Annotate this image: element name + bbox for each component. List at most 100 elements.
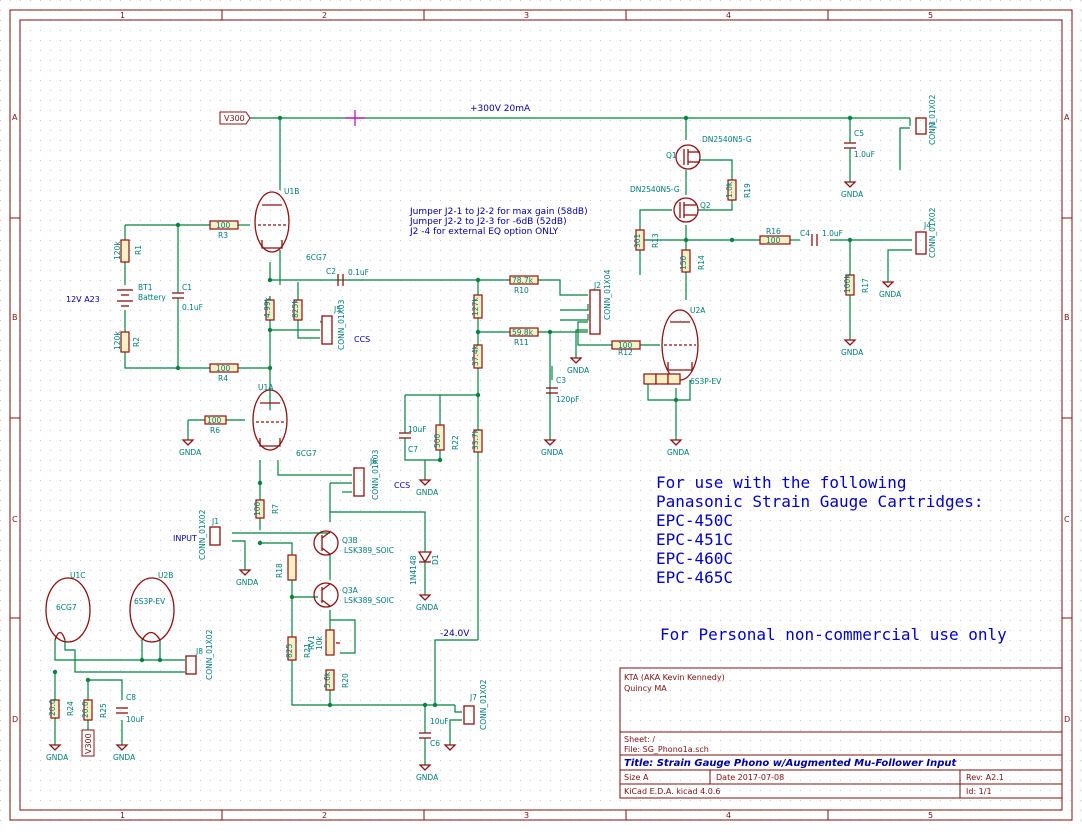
svg-text:R18: R18 [275,563,284,578]
svg-text:GNDA: GNDA [841,348,864,357]
v300-label-top: V300 [219,111,251,125]
col-label: 4 [726,811,731,820]
col-label: 3 [524,11,529,20]
potentiometer-RV1: 10k RV1 [307,629,340,656]
svg-text:120k: 120k [113,241,122,260]
svg-text:V300: V300 [84,733,93,754]
svg-text:6CG7: 6CG7 [56,603,77,612]
svg-text:Battery: Battery [138,293,166,302]
svg-text:R17: R17 [861,278,870,293]
tube-U2A: U2A 6S3P-EV [643,306,722,386]
svg-text:1N4148: 1N4148 [409,555,418,585]
svg-text:CONN_01X04: CONN_01X04 [603,269,612,320]
rail-flag [345,110,365,126]
svg-text:5.6k: 5.6k [323,671,332,688]
svg-text:59.8k: 59.8k [512,328,534,337]
cartridge-note-title-2: Panasonic Strain Gauge Cartridges: [656,492,984,511]
svg-text:10k: 10k [315,635,324,650]
tb-file: File: SG_Phono1a.sch [624,745,709,754]
svg-text:Q3A: Q3A [342,586,359,595]
svg-text:J5: J5 [333,305,341,314]
svg-text:RV1: RV1 [307,635,316,650]
svg-text:J2: J2 [593,281,601,290]
svg-text:301: 301 [633,233,642,248]
svg-text:GNDA: GNDA [667,448,690,457]
svg-text:GNDA: GNDA [236,578,259,587]
svg-text:GNDA: GNDA [416,488,439,497]
battery-BT1: BT1 Battery 12V A23 [66,283,166,307]
svg-text:R2: R2 [132,337,141,347]
svg-text:825: 825 [285,643,294,658]
connector-J5: J5 CONN_01X03 [321,299,346,350]
svg-text:C1: C1 [182,283,192,292]
svg-text:J6: J6 [369,457,377,466]
svg-text:R3: R3 [218,231,228,240]
svg-text:120pF: 120pF [556,395,579,404]
svg-text:R16: R16 [766,227,781,236]
svg-text:CONN_01X02: CONN_01X02 [198,509,207,560]
tb-tool: KiCad E.D.A. kicad 4.0.6 [624,787,720,796]
svg-text:6CG7: 6CG7 [306,253,327,262]
svg-text:100: 100 [216,364,231,373]
row-label: B [12,313,18,322]
svg-text:12V A23: 12V A23 [66,295,100,304]
note-jumper-2: Jumper J2-2 to J2-3 for -6dB (52dB) [409,217,567,227]
personal-use-note: For Personal non-commercial use only [660,625,1007,644]
svg-text:C5: C5 [854,129,864,138]
diode-D1: D1 1N4148 [409,545,440,585]
svg-text:R19: R19 [743,183,752,198]
svg-text:U2A: U2A [690,306,706,315]
svg-text:Q3B: Q3B [342,536,358,545]
svg-text:Q2: Q2 [700,201,711,210]
ccs-label-1: CCS [354,335,370,344]
tube-U2B: U2B 6S3P-EV [129,571,175,643]
svg-text:C8: C8 [126,693,136,702]
svg-text:1.0k: 1.0k [725,181,734,198]
connector-J4: CONN_01X02 J4 [915,207,937,258]
resistor-R18b: R18 [275,554,297,581]
svg-text:C4: C4 [800,229,810,238]
svg-text:100: 100 [766,236,781,245]
svg-text:1.0uF: 1.0uF [854,150,875,159]
svg-text:R24: R24 [66,701,75,716]
svg-text:GNDA: GNDA [416,603,439,612]
resistor-R5: 825k [291,299,303,321]
svg-text:J8: J8 [195,647,203,656]
svg-text:127k: 127k [471,297,480,316]
col-label: 4 [726,11,731,20]
tube-U1B: U1B 6CG7 [254,187,327,262]
svg-text:Q1: Q1 [666,151,677,160]
svg-text:J3: J3 [928,121,937,129]
svg-text:GNDA: GNDA [567,366,590,375]
cartridge-item: EPC-460C [656,549,733,568]
col-label: 5 [928,11,933,20]
svg-text:6S3P-EV: 6S3P-EV [134,597,166,606]
svg-text:6CG7: 6CG7 [296,449,317,458]
svg-text:0.1uF: 0.1uF [182,303,203,312]
mosfet-Q2: Q2 DN2540N5-G [630,185,711,223]
cartridge-note-title-1: For use with the following [656,473,906,492]
row-label: C [12,515,18,524]
cartridge-item: EPC-450C [656,511,733,530]
svg-text:U1A: U1A [258,383,274,392]
svg-text:CONN_01X02: CONN_01X02 [205,629,214,680]
svg-text:BT1: BT1 [138,283,153,292]
tb-author: KTA (AKA Kevin Kennedy) [624,673,725,682]
svg-text:CONN_01X03: CONN_01X03 [337,299,346,350]
connector-J7: J7 CONN_01X02 [463,679,488,730]
col-label: 2 [322,811,327,820]
col-label: 1 [120,11,125,20]
tb-date: Date 2017-07-08 [716,773,784,782]
svg-text:CONN_01X02: CONN_01X02 [928,207,937,258]
row-label: A [12,113,18,122]
svg-text:U2B: U2B [158,571,173,580]
